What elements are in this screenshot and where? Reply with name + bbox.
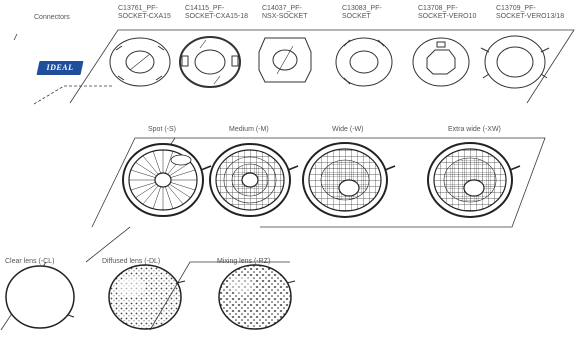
- lens-diffused: [109, 265, 185, 329]
- connector-cxa15-18: [180, 37, 240, 87]
- connector-vero13-18: [481, 36, 549, 88]
- lens-clear: [6, 266, 74, 328]
- connector-socket: [336, 38, 392, 86]
- reflector-to-lens-line: [86, 227, 130, 262]
- connector-cxa15: [110, 38, 170, 86]
- edge-slash: [14, 34, 17, 40]
- connector-nsx: [259, 38, 311, 82]
- leader-dashed-line: [34, 86, 114, 104]
- connector-vero10: [413, 38, 469, 86]
- reflector-extra-wide: [428, 143, 520, 217]
- reflector-spot: [123, 144, 211, 216]
- lens-mixing: [219, 265, 295, 329]
- reflector-medium: [210, 144, 298, 216]
- reflector-wide: [303, 143, 395, 217]
